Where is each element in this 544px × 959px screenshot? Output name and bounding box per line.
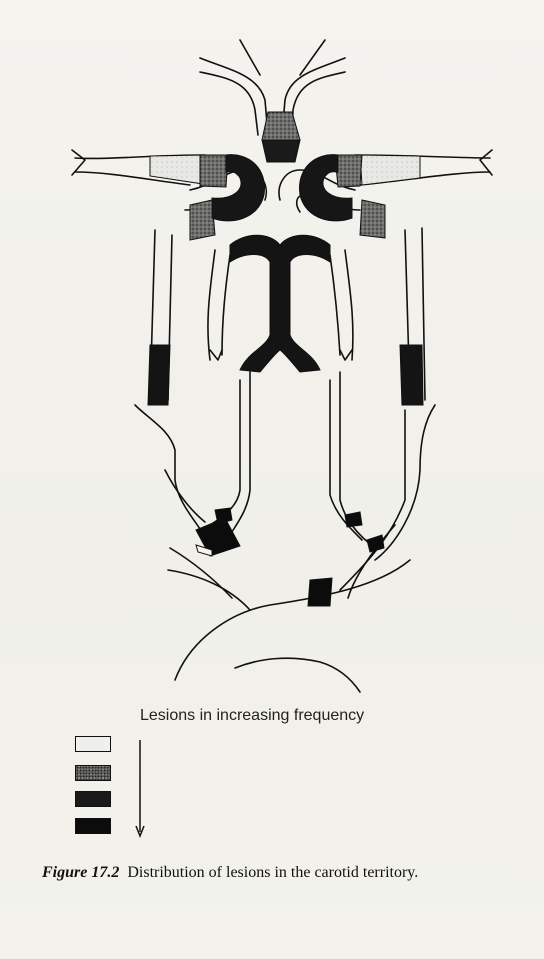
lesion-right-bifurcation-darkest — [345, 512, 362, 527]
legend-title: Lesions in increasing frequency — [140, 707, 440, 725]
figure-caption: Figure 17.2 Distribution of lesions in t… — [42, 864, 542, 882]
carotid-vessel-diagram — [0, 0, 544, 700]
lesion-aca-stippled — [262, 112, 300, 140]
legend-swatch-lowest — [75, 736, 111, 752]
legend-swatch-high — [75, 791, 111, 807]
lesion-left-siphon-stippled — [200, 155, 228, 187]
lesion-top-center-dark — [262, 140, 300, 162]
lesion-left-vertebral-dark — [148, 345, 170, 405]
lesion-left-ica-stippled — [190, 200, 215, 240]
lesion-right-mca-light — [360, 155, 420, 185]
legend-swatch-low — [75, 765, 111, 781]
increasing-frequency-arrow-icon — [130, 740, 150, 840]
lesion-right-vertebral-dark — [400, 345, 423, 405]
figure-caption-text: Distribution of lesions in the carotid t… — [127, 864, 418, 881]
right-carotid-vertebral — [330, 372, 435, 598]
lesion-right-ica-stippled — [360, 200, 385, 238]
lesion-left-origin-darkest — [215, 508, 232, 524]
lesion-regions — [148, 112, 423, 606]
lesion-right-origin-darkest — [367, 535, 384, 552]
aortic-arch — [168, 548, 410, 692]
lesion-arch-origin-darkest — [308, 578, 332, 606]
figure-caption-label: Figure 17.2 — [42, 864, 119, 881]
legend-swatch-highest — [75, 818, 111, 834]
lesion-pcomm-dark — [230, 235, 330, 372]
lesion-left-mca-light — [150, 155, 205, 184]
lesion-right-siphon-stippled — [335, 155, 362, 187]
